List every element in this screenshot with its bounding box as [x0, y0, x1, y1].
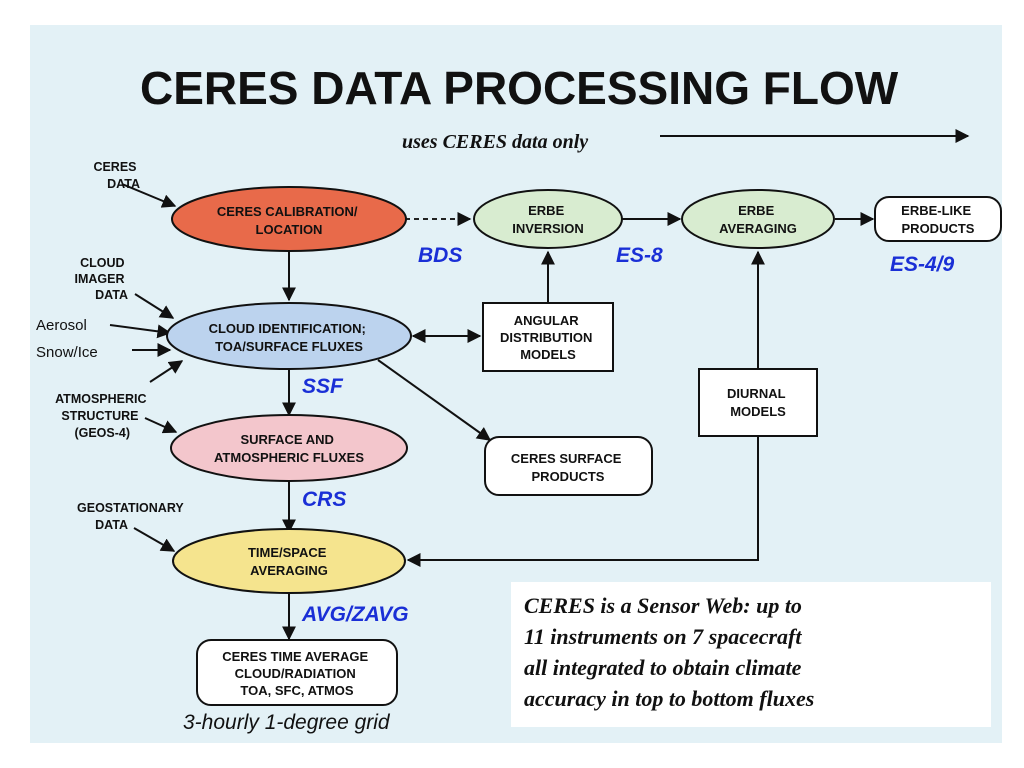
node-calibration: CERES CALIBRATION/ LOCATION	[171, 186, 407, 252]
svg-text:CERES TIME AVERAGE CLO: CERES TIME AVERAGE CLOUD/RADIATION TOA, …	[222, 649, 372, 698]
product-avg-zavg: AVG/ZAVG	[301, 603, 409, 626]
node-time-space-averaging: TIME/SPACE AVERAGING	[172, 528, 406, 594]
svg-text:CERES CALIBRATION/ LOC: CERES CALIBRATION/ LOCATION	[217, 204, 361, 237]
input-ceres-data: CERES DATA	[93, 160, 140, 191]
imager-arrow	[134, 293, 175, 319]
node-ceres-time-average: CERES TIME AVERAGE CLOUD/RADIATION TOA, …	[196, 639, 398, 706]
product-bds: BDS	[418, 244, 462, 267]
geostationary-arrow	[133, 527, 176, 552]
atmospheric-arrow	[144, 417, 178, 434]
diurnal-to-timespace-arrow	[406, 437, 759, 567]
input-aerosol: Aerosol	[36, 317, 87, 334]
ceres-only-note: uses CERES data only	[402, 131, 588, 153]
svg-text:TIME/SPACE AVERAGING: TIME/SPACE AVERAGING	[248, 545, 330, 578]
svg-text:ERBE INVERSION: ERBE INVERSION	[512, 203, 584, 236]
input-geostationary: GEOSTATIONARY DATA	[77, 501, 187, 532]
aerosol-arrow	[109, 324, 172, 339]
input-atmospheric-structure: ATMOSPHERIC STRUCTURE (GEOS-4)	[55, 392, 150, 440]
product-ssf: SSF	[302, 375, 344, 398]
svg-text:CLOUD IDENTIFICATION;: CLOUD IDENTIFICATION; TOA/SURFACE FLUXES	[209, 321, 370, 354]
input-snow-ice: Snow/Ice	[36, 344, 98, 361]
svg-text:ERBE AVERAGING: ERBE AVERAGING	[719, 203, 797, 236]
ceres-data-arrow	[121, 183, 177, 208]
cloud-to-surface-products-arrow	[377, 359, 492, 441]
svg-text:CERES SURFACE PRODUCTS: CERES SURFACE PRODUCTS	[511, 451, 625, 484]
node-angular-models: ANGULAR DISTRIBUTION MODELS	[482, 302, 614, 372]
product-crs: CRS	[302, 488, 346, 511]
product-es49: ES-4/9	[890, 253, 955, 276]
svg-text:SURFACE AND ATMOSPHERI: SURFACE AND ATMOSPHERIC FLUXES	[214, 432, 364, 465]
svg-text:ANGULAR DISTRIBUTION: ANGULAR DISTRIBUTION MODELS	[500, 313, 596, 362]
node-diurnal-models: DIURNAL MODELS	[698, 368, 818, 437]
product-es8: ES-8	[616, 244, 663, 267]
page-title: CERES DATA PROCESSING FLOW	[140, 62, 899, 114]
node-cloud-identification: CLOUD IDENTIFICATION; TOA/SURFACE FLUXES	[166, 302, 412, 370]
node-ceres-surface-products: CERES SURFACE PRODUCTS	[484, 436, 653, 496]
node-erbe-inversion: ERBE INVERSION	[473, 189, 623, 249]
svg-text:CERES is a Sensor Web: up to: CERES is a Sensor Web: up to 11 instrume…	[524, 593, 814, 711]
svg-text:DIURNAL MODELS: DIURNAL MODELS	[727, 386, 789, 419]
node-surface-atmospheric-fluxes: SURFACE AND ATMOSPHERIC FLUXES	[170, 414, 408, 482]
grid-note: 3-hourly 1-degree grid	[183, 711, 391, 734]
extra-input-arrow	[149, 360, 184, 383]
node-erbe-averaging: ERBE AVERAGING	[681, 189, 835, 249]
input-cloud-imager: CLOUD IMAGER DATA	[75, 256, 128, 302]
svg-text:ERBE-LIKE PRODUCTS: ERBE-LIKE PRODUCTS	[901, 203, 975, 236]
sensor-web-callout: CERES is a Sensor Web: up to 11 instrume…	[511, 582, 991, 727]
node-erbe-like-products: ERBE-LIKE PRODUCTS	[874, 196, 1002, 242]
